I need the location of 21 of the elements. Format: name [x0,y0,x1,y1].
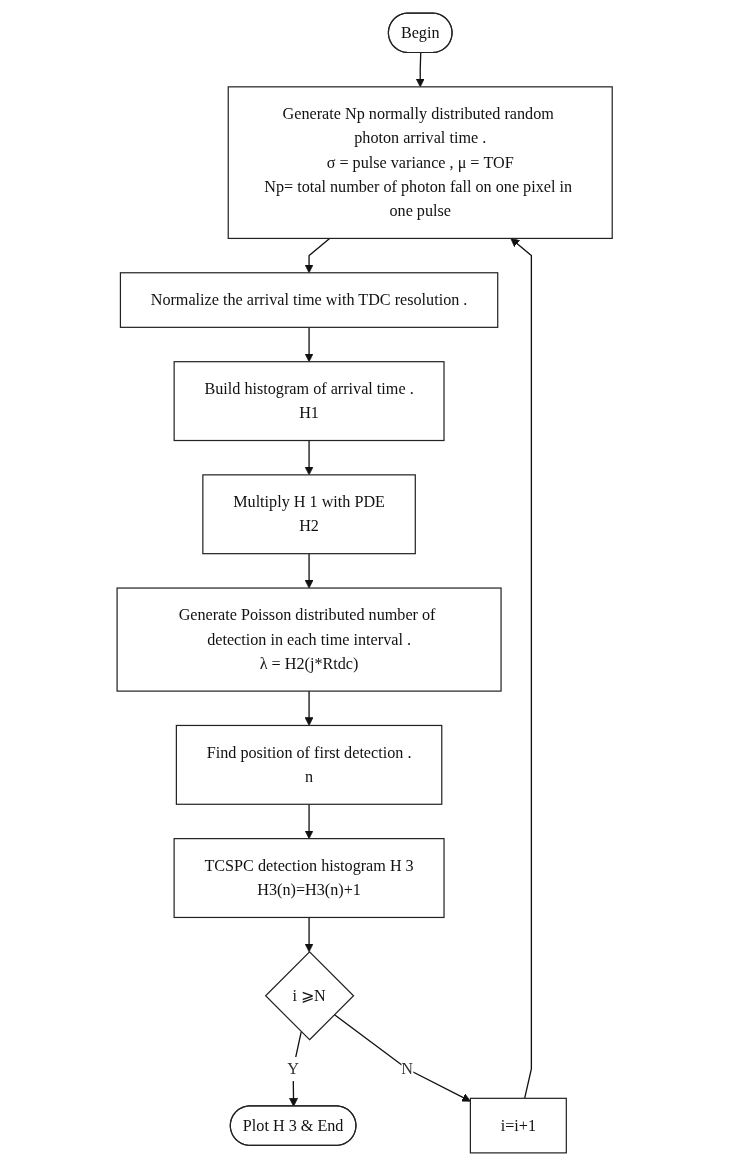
arrow [304,803,314,840]
arrow [304,916,314,953]
node-box: i=i+1 [470,1097,568,1154]
arrow [304,326,314,363]
node-box: Generate Np normally distributed random photon arrival time . σ = pulse variance , μ = TOF Np= total number of photon fall on one pixel in one pulse [227,86,614,240]
node-box: Generate Poisson distributed number of detection in each time interval . λ = H2(j*Rtdc) [116,587,502,692]
node-box: Multiply H 1 with PDE H2 [202,474,417,555]
node-box: TCSPC detection histogram H 3 H3(n)=H3(n)+1 [173,838,445,919]
node-box: Normalize the arrival time with TDC resolution . [120,272,499,328]
arrow [333,1013,472,1102]
node-diamond: i ⩾N [265,950,355,1041]
node-box: Find position of first detection . n [176,724,443,805]
edge-label: N [401,1059,414,1078]
arrow [304,439,314,476]
arrow [304,237,331,274]
arrow [304,553,314,589]
arrow [510,238,533,1099]
edge-label: Y [287,1059,300,1078]
node-box: Build histogram of arrival time . H1 [173,361,445,442]
arrow [304,690,314,726]
arrow [416,52,425,88]
